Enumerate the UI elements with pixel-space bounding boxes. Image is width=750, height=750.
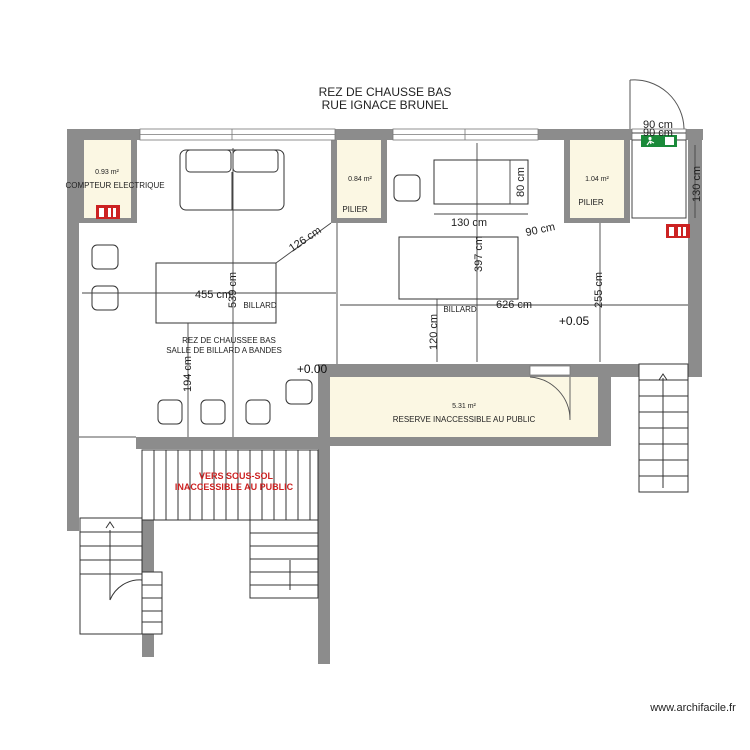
title-line-1: REZ DE CHAUSSE BAS bbox=[319, 85, 452, 99]
wall-reserve-bottom bbox=[318, 437, 611, 446]
dim-194: 194 cm bbox=[182, 356, 194, 392]
pilier-right-area: 1.04 m² bbox=[585, 176, 609, 183]
stairs-down bbox=[141, 449, 319, 561]
dim-126: 126 cm bbox=[287, 224, 324, 254]
title-line-2: RUE IGNACE BRUNEL bbox=[322, 98, 449, 112]
chairs bbox=[91, 174, 421, 425]
pilier-left-area: 0.84 m² bbox=[348, 176, 372, 183]
wall-pilier1-right bbox=[381, 140, 387, 223]
dim-397: 397 cm bbox=[473, 236, 485, 272]
reserve-door bbox=[529, 365, 571, 421]
chair bbox=[393, 174, 421, 202]
windows bbox=[139, 128, 539, 141]
walls bbox=[67, 129, 703, 664]
sofa bbox=[179, 149, 285, 211]
wall-reserve-right bbox=[598, 364, 611, 444]
dimension-lines bbox=[82, 132, 696, 437]
stairs-label-1: VERS SOUS-SOL bbox=[199, 471, 274, 481]
dim-90-top-2: 90 cm bbox=[643, 127, 673, 139]
chair bbox=[200, 399, 226, 425]
dim-120: 120 cm bbox=[428, 314, 440, 350]
billiard-right-label: BILLARD bbox=[443, 305, 477, 314]
billiard-left-label: BILLARD bbox=[243, 301, 277, 310]
pilier-left-label: PILIER bbox=[342, 205, 368, 214]
stair-arrow-icon bbox=[105, 521, 115, 529]
dim-130-horizontal: 130 cm bbox=[451, 217, 487, 229]
wall-compteur-bottom bbox=[79, 218, 137, 223]
pilier-right-label: PILIER bbox=[578, 198, 604, 207]
dim-255: 255 cm bbox=[593, 272, 605, 308]
wall-pilier2-left bbox=[564, 140, 570, 223]
billiard-room-label-1: REZ DE CHAUSSEE BAS bbox=[182, 336, 276, 345]
billiard-table-right bbox=[398, 236, 519, 300]
wall-pilier1-bottom bbox=[331, 218, 387, 223]
stairs-lower-center bbox=[249, 519, 319, 599]
dim-626: 626 cm bbox=[496, 299, 532, 311]
fire-extinguisher-icon bbox=[666, 224, 690, 238]
chair bbox=[91, 285, 119, 311]
desk bbox=[433, 159, 529, 205]
wall-left-bottom bbox=[136, 437, 330, 449]
stairs-right bbox=[638, 363, 689, 493]
room-pilier1-fill bbox=[337, 140, 381, 218]
dim-130-vertical: 130 cm bbox=[691, 166, 703, 202]
stair-arrow-icon bbox=[658, 373, 668, 381]
compteur-label: COMPTEUR ELECTRIQUE bbox=[65, 181, 164, 190]
fire-extinguisher-icon bbox=[96, 205, 120, 219]
wall-reserve-left bbox=[318, 364, 330, 664]
dim-539: 539 cm bbox=[227, 272, 239, 308]
wall-right bbox=[688, 129, 702, 377]
chair bbox=[157, 399, 183, 425]
chair bbox=[91, 244, 119, 270]
dim-90-top: 90 cm bbox=[643, 119, 673, 131]
chair bbox=[245, 399, 271, 425]
wall-compteur-left bbox=[79, 140, 84, 223]
dim-80: 80 cm bbox=[515, 167, 527, 197]
stairs-left bbox=[79, 517, 163, 635]
level-plus-005: +0.05 bbox=[559, 314, 590, 328]
level-plus-000: +0.00 bbox=[297, 362, 328, 376]
stairs-label-2: INACCESSIBLE AU PUBLIC bbox=[175, 482, 294, 492]
room-reserve-fill bbox=[330, 377, 598, 437]
wall-pilier1-left bbox=[331, 140, 337, 223]
room-pilier2-fill bbox=[570, 140, 624, 218]
billiard-room-label-2: SALLE DE BILLARD A BANDES bbox=[166, 346, 282, 355]
wall-pilier2-bottom bbox=[564, 218, 630, 223]
dim-90-diagonal: 90 cm bbox=[524, 221, 556, 239]
watermark: www.archifacile.fr bbox=[649, 702, 736, 714]
exit-corridor bbox=[631, 139, 687, 219]
wall-compteur-right bbox=[131, 140, 137, 223]
emergency-exit-icon bbox=[641, 135, 677, 147]
reserve-label: RESERVE INACCESSIBLE AU PUBLIC bbox=[393, 415, 536, 424]
compteur-area: 0.93 m² bbox=[95, 169, 119, 176]
wall-top bbox=[67, 129, 703, 140]
dim-455: 455 cm bbox=[195, 289, 231, 301]
wall-left bbox=[67, 129, 79, 531]
chair bbox=[285, 379, 313, 405]
reserve-area: 5.31 m² bbox=[452, 403, 476, 410]
wall-pilier2-right bbox=[624, 140, 630, 223]
